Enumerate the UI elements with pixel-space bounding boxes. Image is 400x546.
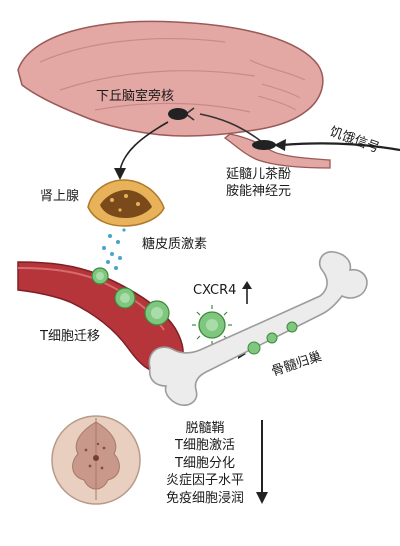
effect-item: 炎症因子水平 [165, 473, 244, 489]
adrenal-gland [87, 179, 165, 227]
label-cxcr4: CXCR4 [193, 283, 237, 298]
effect-item: 脱髓鞘 [185, 421, 225, 436]
effect-item: 免疫细胞浸润 [165, 490, 244, 506]
t-cells-in-vessel [91, 267, 170, 326]
label-medulla-line2: 胺能神经元 [226, 184, 292, 199]
brain-illustration [17, 20, 331, 169]
effect-item: T细胞激活 [175, 438, 235, 454]
label-t-cell-migration: T细胞迁移 [40, 329, 100, 344]
hpa-arrow [119, 121, 169, 171]
cxcr4-t-cell [192, 305, 232, 345]
effects-list: 脱髓鞘 T细胞激活 T细胞分化 炎症因子水平 免疫细胞浸润 [150, 420, 260, 507]
label-glucocorticoid: 糖皮质激素 [142, 237, 208, 252]
glucocorticoid-droplets [102, 228, 126, 270]
medulla-nucleus [252, 140, 276, 150]
femur-bone [148, 251, 368, 406]
effect-item: T细胞分化 [175, 455, 235, 471]
label-medulla-line1: 延髓儿茶酚 [226, 167, 292, 182]
neural-pathway [199, 113, 263, 143]
spinal-cord-section [51, 415, 141, 505]
label-adrenal: 肾上腺 [40, 189, 80, 204]
hunger-signal-arrow [281, 142, 400, 152]
label-hypothalamus: 下丘脑室旁核 [96, 89, 175, 104]
pvn-nucleus [168, 108, 188, 120]
